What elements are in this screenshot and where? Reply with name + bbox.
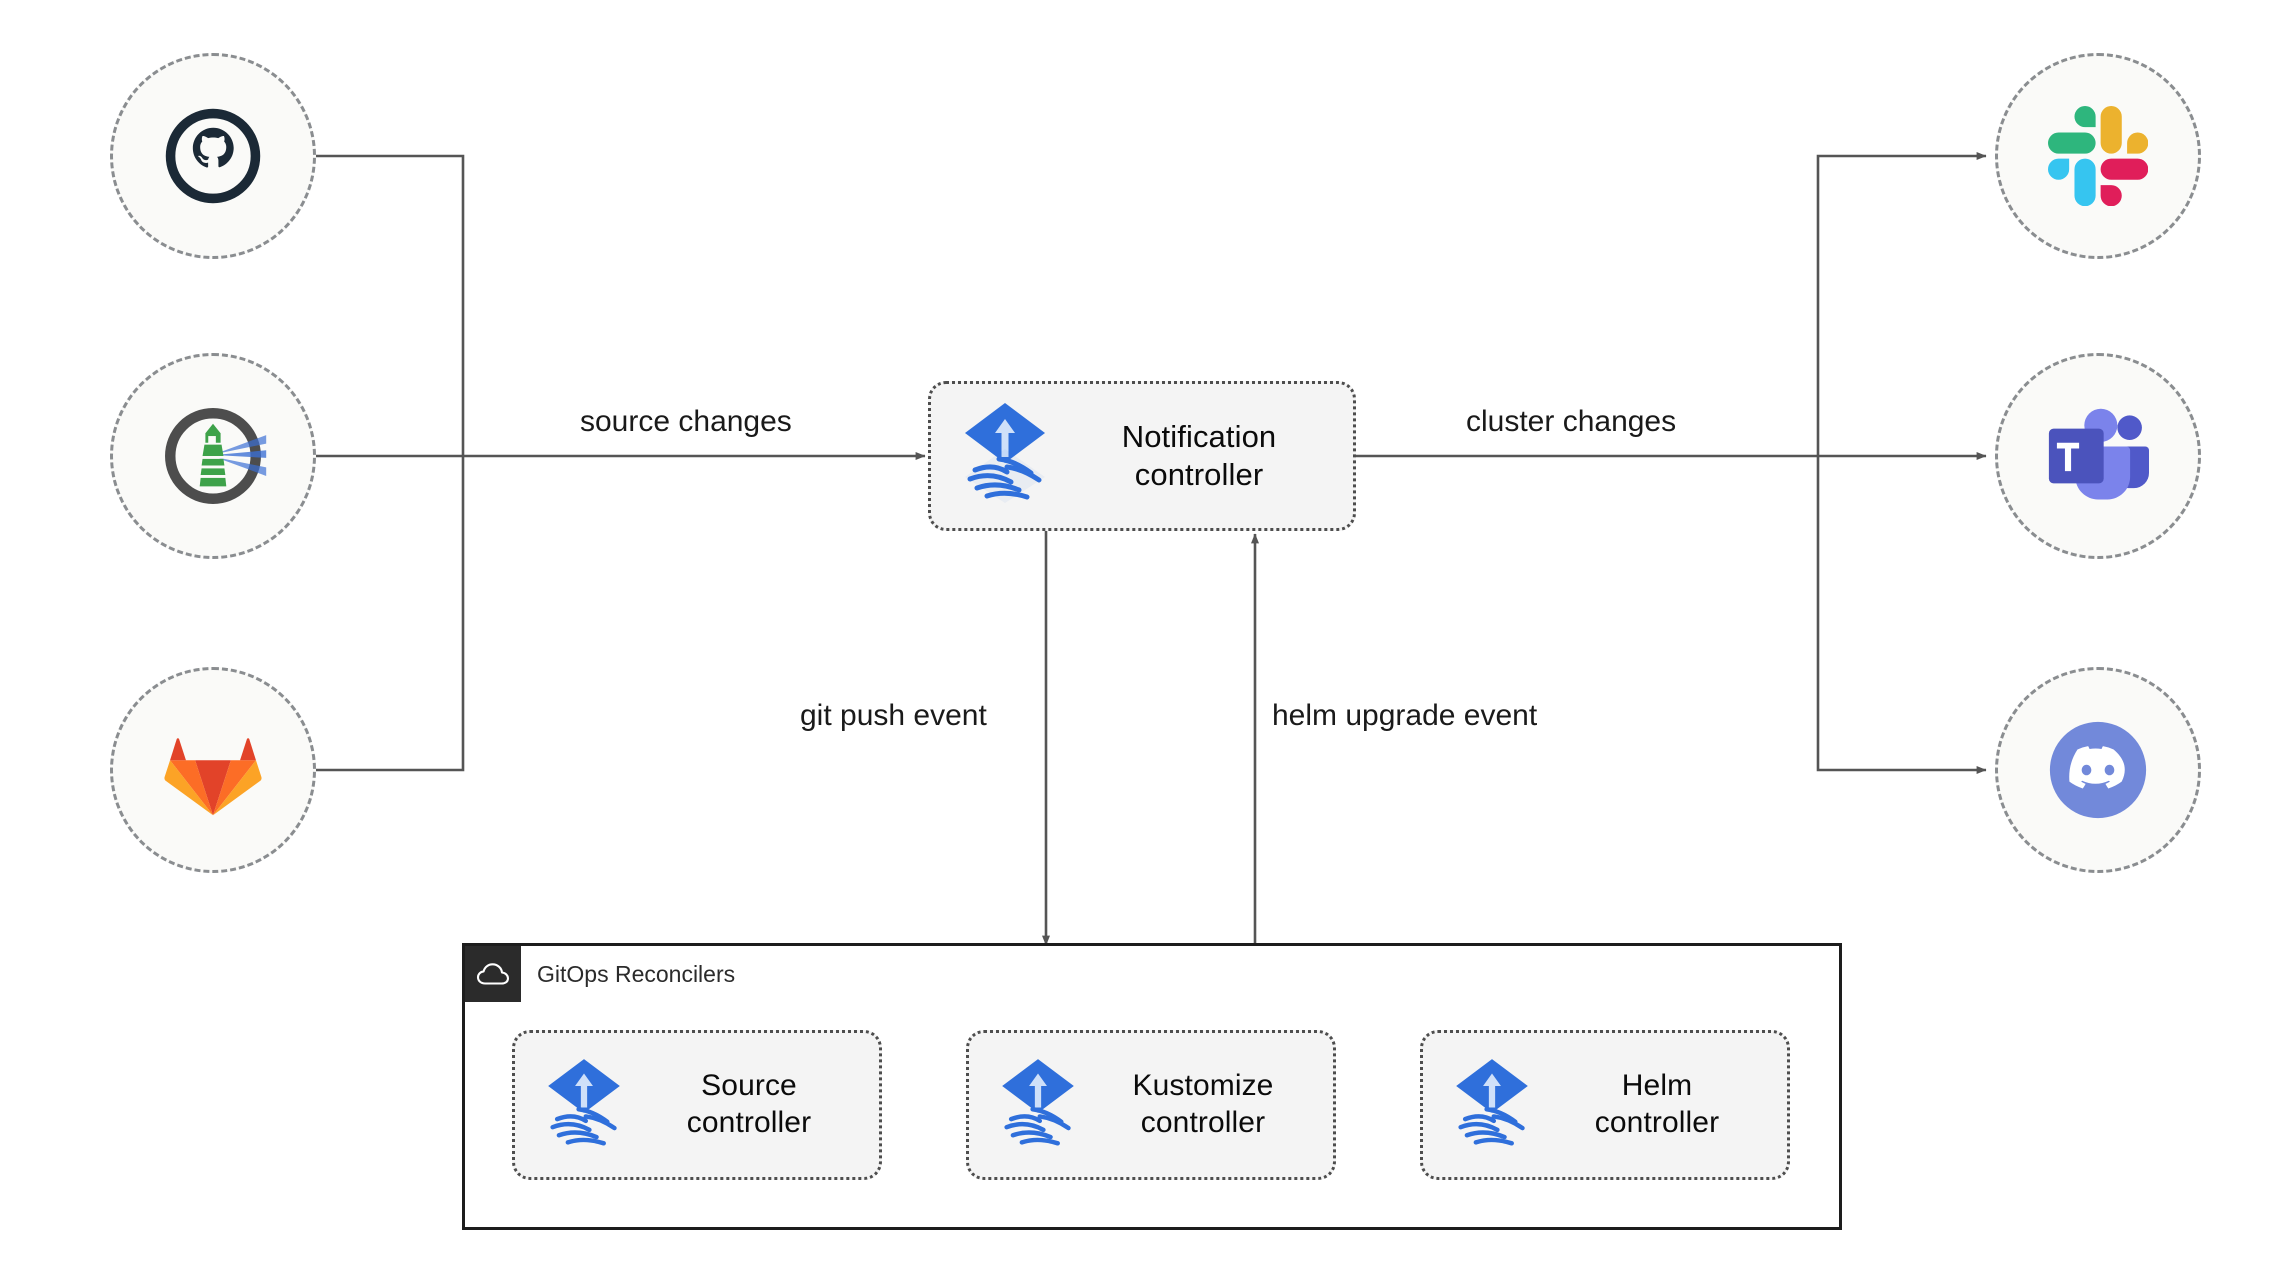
edge-label-source-changes: source changes — [580, 405, 792, 438]
source-controller-box[interactable]: Source controller — [512, 1030, 882, 1180]
flux-logo-icon — [541, 1053, 627, 1158]
gitops-group-header: GitOps Reconcilers — [465, 946, 735, 1002]
gitlab-icon — [164, 738, 262, 816]
edge-label-git-push-event: git push event — [800, 699, 987, 732]
flux-logo-icon — [957, 397, 1053, 515]
gitops-group-title: GitOps Reconcilers — [537, 960, 736, 987]
edge-to-discord — [1816, 456, 1987, 774]
lighthouse-icon — [165, 408, 267, 504]
discord-icon — [2049, 721, 2147, 819]
helm-controller-label: Helm controller — [1594, 1069, 1720, 1139]
flux-logo-icon — [1449, 1053, 1535, 1158]
target-node-teams[interactable] — [1995, 353, 2201, 559]
edge-label-helm-upgrade-event: helm upgrade event — [1272, 699, 1538, 732]
notification-controller-box[interactable]: Notification controller — [928, 381, 1356, 531]
source-node-lighthouse[interactable] — [110, 353, 316, 559]
edge-to-slack — [1816, 152, 1987, 456]
kustomize-controller-box[interactable]: Kustomize controller — [966, 1030, 1336, 1180]
notification-controller-label: Notification controller — [1121, 419, 1277, 492]
edge-github-to-trunk — [313, 154, 465, 456]
source-node-gitlab[interactable] — [110, 667, 316, 873]
target-node-slack[interactable] — [1995, 53, 2201, 259]
kustomize-controller-label: Kustomize controller — [1132, 1069, 1274, 1139]
edge-label-cluster-changes: cluster changes — [1466, 405, 1677, 438]
flux-logo-icon — [995, 1053, 1081, 1158]
target-node-discord[interactable] — [1995, 667, 2201, 873]
helm-controller-box[interactable]: Helm controller — [1420, 1030, 1790, 1180]
slack-icon — [2048, 106, 2148, 206]
edge-gitlab-to-trunk — [313, 456, 465, 772]
github-icon — [165, 108, 261, 204]
cloud-icon — [465, 946, 521, 1002]
ms-teams-icon — [2048, 408, 2149, 500]
source-node-github[interactable] — [110, 53, 316, 259]
source-controller-label: Source controller — [686, 1069, 812, 1139]
